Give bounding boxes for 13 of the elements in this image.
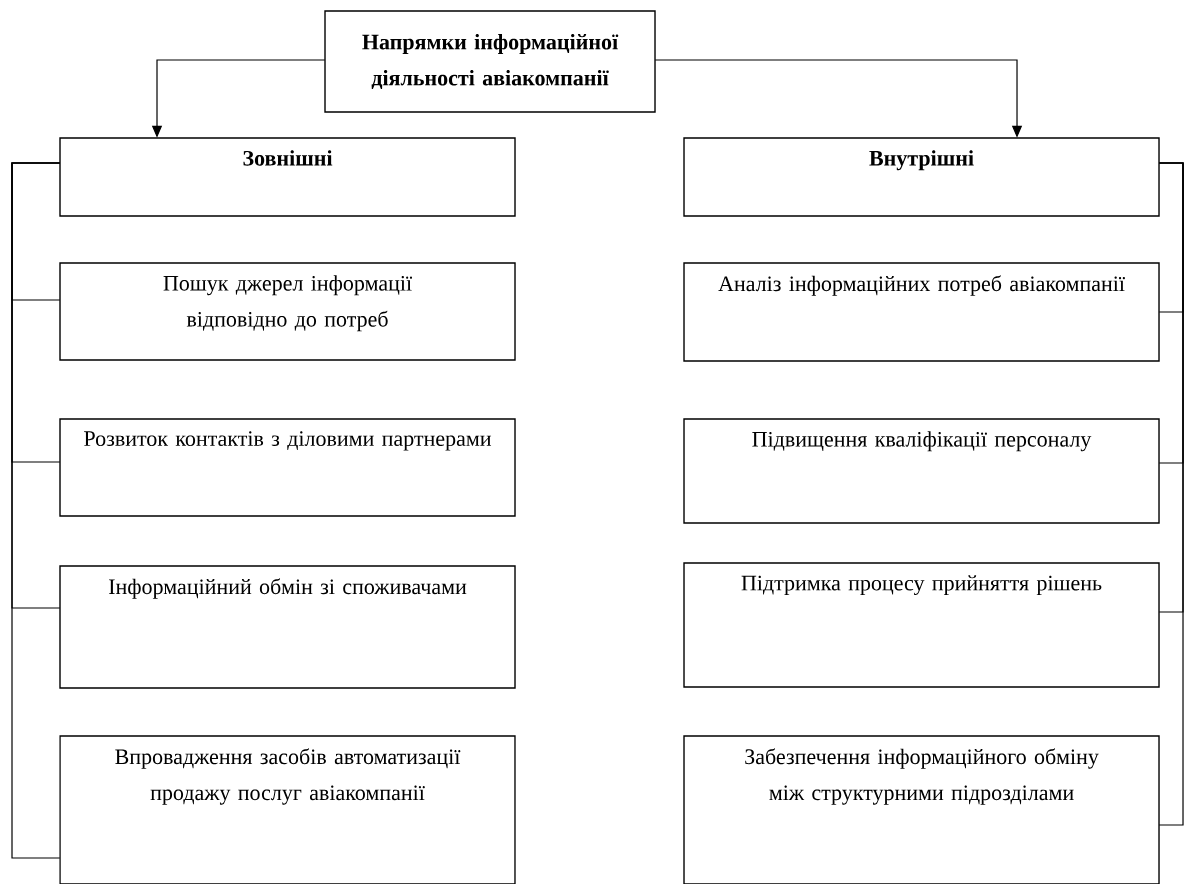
process-box: Аналіз інформаційних потреб авіакомпанії xyxy=(683,262,1160,362)
connector xyxy=(11,162,61,859)
process-box: Забезпечення інформаційного обміну між структурними підрозділами xyxy=(683,735,1160,884)
process-box: Підвищення кваліфікації персоналу xyxy=(683,418,1160,524)
process-box: Розвиток контактів з діловими партнерами xyxy=(59,418,516,517)
process-box: Впровадження засобів автоматизації продажу послуг авіакомпанії xyxy=(59,735,516,884)
heading-box: Напрямки інформаційної діяльності авіакомпанії xyxy=(324,10,656,113)
connector xyxy=(1158,162,1184,826)
process-box: Підтримка процесу прийняття рішень xyxy=(683,562,1160,688)
heading-box: Зовнішні xyxy=(59,137,516,217)
process-box: Пошук джерел інформації відповідно до потреб xyxy=(59,262,516,361)
process-box: Інформаційний обмін зі споживачами xyxy=(59,565,516,689)
heading-box: Внутрішні xyxy=(683,137,1160,217)
